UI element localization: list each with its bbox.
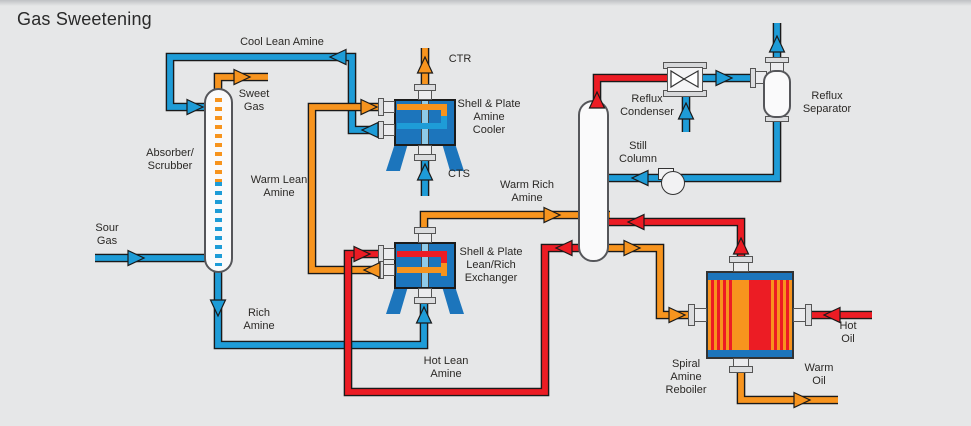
label-absorber-scrubber: Absorber/ Scrubber [146, 147, 194, 172]
exchanger-hot-inlet-nozzle [383, 248, 395, 260]
flow-arrow [186, 98, 204, 116]
flow-arrow [415, 306, 433, 324]
flow-arrow [668, 306, 686, 324]
flow-arrow [209, 299, 227, 317]
flow-arrow [127, 249, 145, 267]
cooler-turn-hot [441, 104, 447, 117]
cooler-inlet-nozzle [383, 101, 395, 113]
label-warm-rich-amine: Warm Rich Amine [500, 179, 554, 204]
label-spiral-amine-reboiler: Spiral Amine Reboiler [665, 358, 707, 396]
flow-arrow [416, 163, 434, 181]
flow-arrow [416, 56, 434, 74]
flow-arrow [631, 169, 649, 187]
flow-arrow [353, 245, 371, 263]
exchanger-hot-pass [397, 251, 447, 257]
absorber-packing-top [215, 98, 222, 182]
flow-arrow [329, 48, 347, 66]
cooler-top-flange [414, 84, 436, 91]
reboiler-top-flange [729, 256, 753, 263]
cooler-hot-pass [397, 104, 447, 110]
flow-arrow [677, 102, 695, 120]
label-warm-lean-amine: Warm Lean Amine [250, 174, 308, 199]
flow-arrow [732, 237, 750, 255]
flow-arrow [823, 306, 841, 324]
exchanger-warm-outlet-flange [378, 261, 384, 279]
exchanger-warm-pass [397, 267, 447, 273]
cooler-outlet-flange [378, 121, 384, 139]
still-column-vessel [578, 100, 609, 262]
label-lean-rich-exchanger: Shell & Plate Lean/Rich Exchanger [459, 246, 523, 284]
label-hot-lean-amine: Hot Lean Amine [423, 355, 469, 380]
label-sour-gas: Sour Gas [95, 222, 119, 247]
exchanger-turn-hot [441, 251, 447, 264]
flow-arrow [715, 69, 733, 87]
reboiler-core-left [708, 280, 734, 350]
reboiler-core-center-orange [734, 280, 749, 350]
label-warm-oil: Warm Oil [804, 362, 834, 387]
flow-arrow [555, 239, 573, 257]
label-sweet-gas: Sweet Gas [238, 88, 270, 113]
reflux-pump [661, 171, 685, 195]
label-cool-lean-amine: Cool Lean Amine [240, 36, 324, 48]
reflux-separator-vessel [763, 70, 791, 118]
exchanger-bottom-flange [414, 297, 436, 304]
exchanger-right-leg [441, 286, 464, 314]
flow-arrow [233, 68, 251, 86]
flow-arrow [360, 98, 378, 116]
cooler-right-leg [441, 143, 464, 171]
fan-icon [670, 69, 699, 89]
reboiler-left-flange [688, 304, 695, 326]
flow-arrow [361, 121, 379, 139]
top-border-strip [0, 0, 971, 6]
pipe-cool-lean-amine [165, 52, 386, 135]
cooler-cold-pass [397, 123, 447, 129]
label-reflux-condenser: Reflux Condenser [620, 93, 674, 118]
exchanger-top-flange [414, 227, 436, 234]
label-still-column: Still Column [619, 140, 657, 165]
pipe-warm-lean-amine [307, 102, 386, 275]
cooler-turn-cold [441, 116, 447, 129]
flow-arrow [627, 213, 645, 231]
label-reflux-separator: Reflux Separator [802, 90, 852, 115]
pipe-reboiler-vapor-return [606, 217, 746, 264]
reboiler-core-right [768, 280, 792, 350]
reboiler-left-nozzle [694, 308, 707, 322]
flow-arrow [623, 239, 641, 257]
label-rich-amine: Rich Amine [243, 307, 275, 332]
cooler-bottom-flange [414, 154, 436, 161]
label-cts: CTS [448, 168, 470, 180]
separator-top-flange [765, 57, 789, 63]
flow-arrow [768, 35, 786, 53]
exchanger-warm-outlet-nozzle [383, 264, 395, 276]
reflux-condenser-body [667, 67, 703, 92]
exchanger-internal-tube [421, 244, 429, 287]
cooler-inlet-flange [378, 98, 384, 116]
exchanger-left-leg [386, 286, 409, 314]
flow-arrow [543, 206, 561, 224]
page-title: Gas Sweetening [17, 9, 152, 29]
label-ctr: CTR [448, 53, 472, 65]
pipe-still-bottoms-to-reboiler [606, 243, 696, 320]
label-hot-oil: Hot Oil [839, 320, 857, 345]
separator-inlet-flange [750, 68, 756, 88]
absorber-packing-bottom [215, 182, 222, 266]
label-amine-cooler: Shell & Plate Amine Cooler [457, 98, 521, 136]
cooler-outlet-nozzle [383, 124, 395, 136]
reboiler-core-center-red [749, 280, 768, 350]
flow-arrow [793, 391, 811, 409]
cooler-internal-tube [421, 101, 429, 144]
cooler-left-leg [386, 143, 409, 171]
reboiler-bottom-flange [729, 366, 753, 373]
reboiler-right-flange [805, 304, 812, 326]
